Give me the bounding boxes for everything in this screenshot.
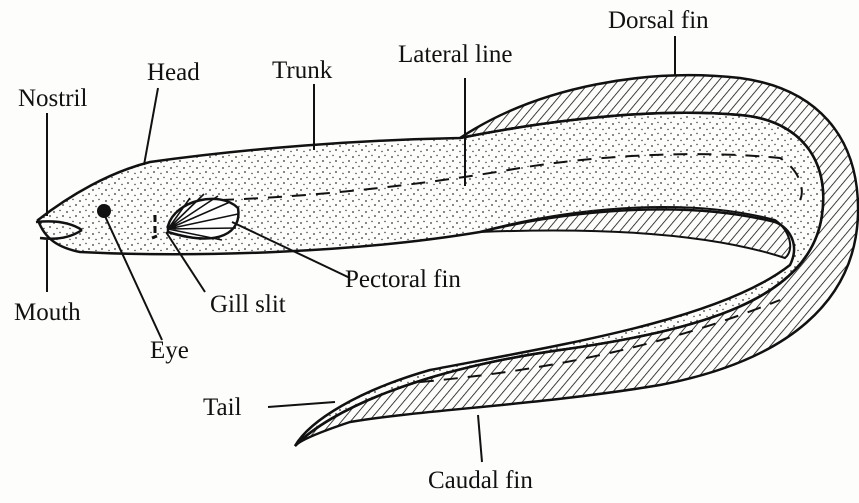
label-head: Head (147, 59, 200, 86)
label-eye: Eye (150, 337, 189, 364)
leader-tail (268, 402, 335, 407)
label-nostril: Nostril (18, 85, 88, 112)
leader-caudal-fin (478, 415, 482, 462)
label-pectoral-fin: Pectoral fin (345, 266, 461, 293)
leader-head (144, 88, 158, 165)
label-dorsal-fin: Dorsal fin (608, 7, 709, 34)
label-caudal-fin: Caudal fin (428, 467, 533, 494)
label-lateral-line: Lateral line (398, 41, 513, 68)
label-trunk: Trunk (272, 57, 333, 84)
label-tail: Tail (203, 394, 242, 421)
label-gill-slit: Gill slit (210, 291, 286, 318)
label-mouth: Mouth (14, 299, 81, 326)
